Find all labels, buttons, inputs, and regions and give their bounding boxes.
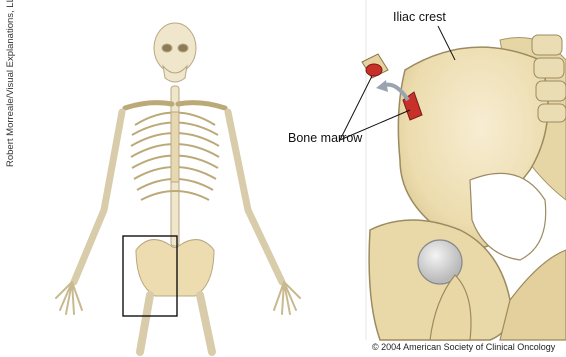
copyright-text: © 2004 American Society of Clinical Onco… xyxy=(372,342,555,352)
skull xyxy=(154,23,196,82)
sternum xyxy=(171,112,179,182)
credit-text: Robert Morreale/Visual Explanations, LLC xyxy=(5,7,19,167)
iliac-crest-label: Iliac crest xyxy=(393,10,446,24)
skeleton-full xyxy=(56,23,300,352)
pelvis-closeup xyxy=(340,0,566,340)
bone-marrow-label: Bone marrow xyxy=(288,131,362,145)
legs xyxy=(140,295,212,352)
pelvis-small xyxy=(136,240,214,296)
